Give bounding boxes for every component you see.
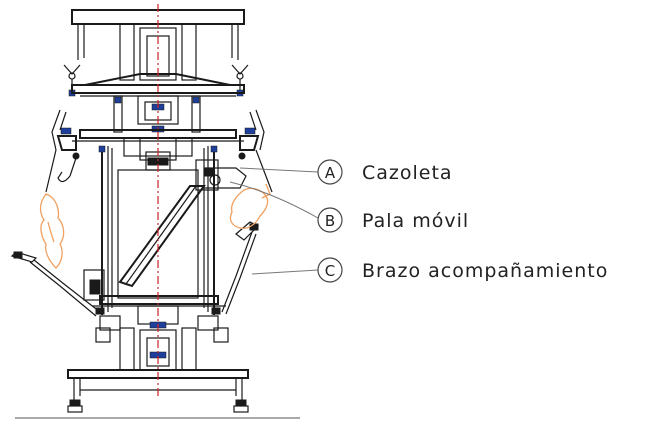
frame-left	[98, 145, 109, 315]
callout-c-label: Brazo acompañamiento	[362, 260, 608, 282]
callout-a-label: Cazoleta	[362, 162, 453, 184]
callout-c: C Brazo acompañamiento	[317, 257, 608, 283]
callout-a: A Cazoleta	[317, 159, 453, 185]
arm-right	[221, 221, 260, 315]
callout-b-label: Pala móvil	[362, 210, 469, 232]
product-right	[229, 183, 271, 230]
lower-platform	[83, 269, 229, 343]
cradle-right	[238, 109, 273, 193]
callout-b-circle	[317, 207, 343, 233]
product-left	[39, 193, 65, 269]
callout-c-circle	[317, 257, 343, 283]
callout-c-letter: C	[325, 262, 335, 280]
callout-b-letter: B	[325, 212, 335, 230]
top-hanger-right	[231, 64, 249, 97]
cradle-left	[45, 109, 80, 193]
callout-b: B Pala móvil	[317, 207, 469, 233]
arm-left	[10, 251, 101, 317]
leader-lines	[229, 167, 319, 275]
movable-paddle	[118, 159, 247, 288]
callout-a-circle	[317, 159, 343, 185]
callout-a-letter: A	[325, 164, 336, 182]
